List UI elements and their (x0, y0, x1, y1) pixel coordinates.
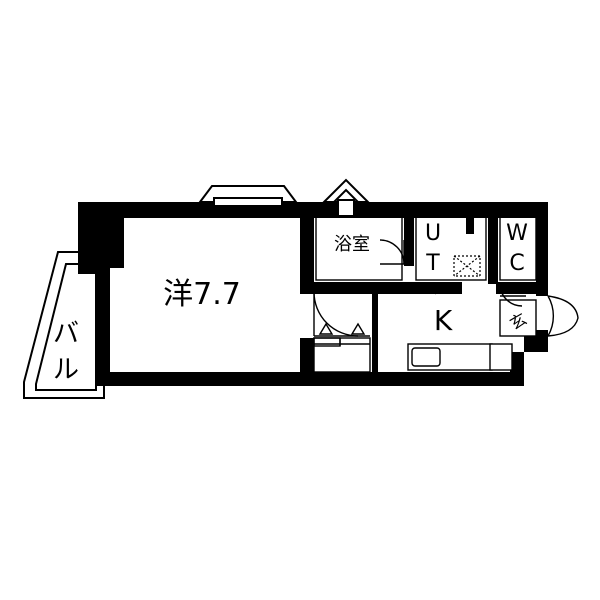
wc-outline (499, 215, 537, 281)
utility-t-label: T (425, 251, 440, 276)
balcony-label-top: バ (53, 319, 79, 349)
bathroom-label: 浴室 (334, 234, 370, 255)
utility-u-label: U (425, 221, 441, 246)
outer-walls (78, 202, 548, 386)
entrance-label: 玄 (507, 309, 530, 333)
entrance-step (499, 299, 537, 337)
wc-c-label: C (509, 251, 524, 276)
kitchen-counter (407, 343, 513, 371)
kitchen-label: K (434, 304, 453, 337)
closet (313, 322, 371, 373)
door-ut (413, 283, 437, 295)
door-bath (379, 239, 405, 265)
vent-bath (321, 178, 371, 217)
window-western (198, 185, 298, 207)
interior-walls (300, 214, 538, 374)
washing-machine-icon (453, 255, 481, 277)
bath-tub-outline (315, 215, 403, 281)
ut-outline (415, 215, 487, 281)
western-room-label: 洋7.7 (163, 277, 241, 312)
balcony-label-bottom: ル (53, 355, 79, 385)
door-entrance (547, 295, 579, 337)
door-western (313, 291, 370, 337)
wc-w-label: W (506, 221, 528, 246)
